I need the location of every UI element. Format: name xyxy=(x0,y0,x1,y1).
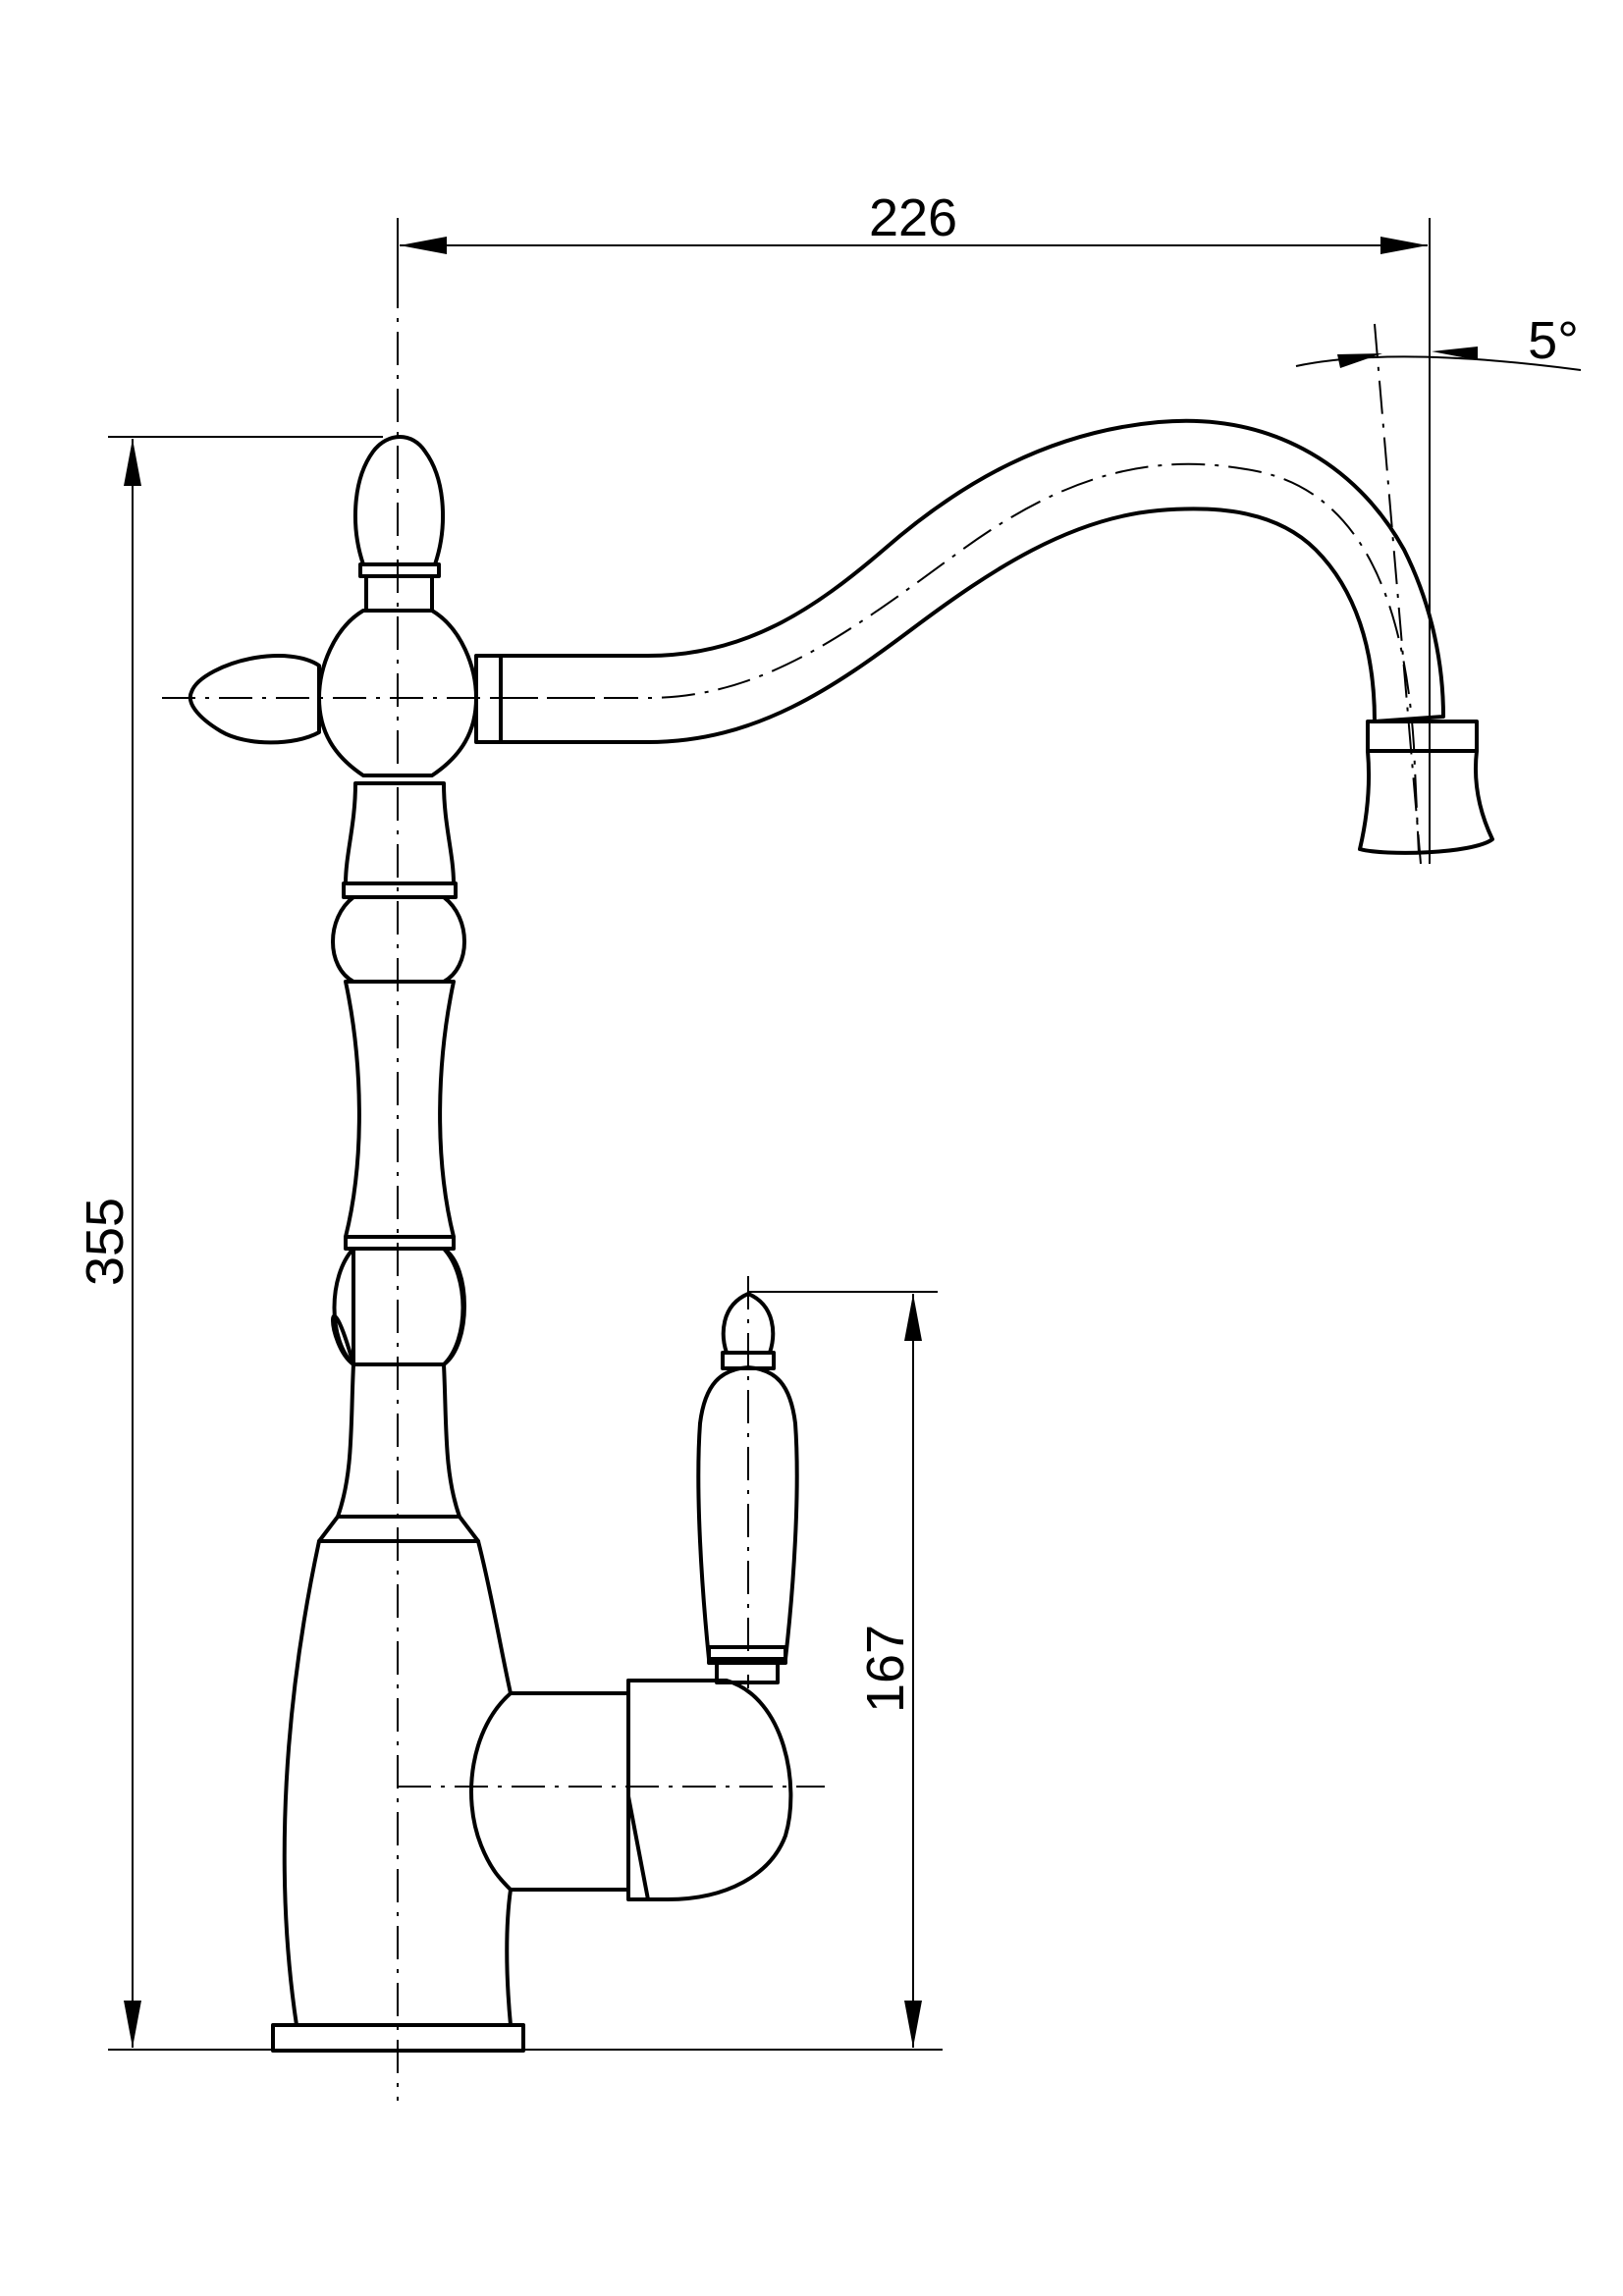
aerator-axis xyxy=(1374,323,1422,865)
width-arrow-left xyxy=(400,237,447,254)
spout-arc-axis xyxy=(491,462,1420,855)
angle-label: 5° xyxy=(1528,311,1579,370)
faucet-outline xyxy=(188,418,1494,2053)
top-finial xyxy=(352,435,446,566)
width-label: 226 xyxy=(869,188,957,247)
angle-arrow-left xyxy=(1337,353,1382,368)
dimension-angle: 5° xyxy=(1295,311,1582,371)
width-arrow-right xyxy=(1380,237,1428,254)
handle-arrow-bottom xyxy=(904,2001,922,2048)
column-ring-1 xyxy=(342,881,458,899)
dimension-width: 226 xyxy=(397,188,1431,864)
handle-neck xyxy=(715,1661,780,1684)
valve-body xyxy=(469,1691,513,1892)
dimension-total-height: 355 xyxy=(76,436,943,2051)
aerator xyxy=(1358,749,1494,855)
handle-finial-collar xyxy=(721,1351,776,1370)
valve-cap xyxy=(626,1679,793,1901)
angle-arrow-right xyxy=(1432,347,1478,360)
dimension-handle-height: 167 xyxy=(748,1291,938,2048)
total-height-label: 355 xyxy=(76,1198,135,1286)
hub-top-ring xyxy=(364,574,434,613)
aerator-ring xyxy=(1366,720,1479,753)
side-finial xyxy=(188,654,321,745)
valve-cap-front xyxy=(626,1679,650,1901)
handle-height-label: 167 xyxy=(856,1625,915,1713)
center-lines xyxy=(162,218,1422,2101)
height-arrow-top xyxy=(124,439,141,486)
column-upper xyxy=(344,781,456,885)
handle-finial xyxy=(721,1292,776,1355)
spout xyxy=(499,418,1445,744)
central-hub xyxy=(317,609,478,777)
main-body xyxy=(282,1539,630,2027)
base-plate xyxy=(271,2023,525,2053)
angle-arc xyxy=(1295,355,1582,371)
handle-arrow-top xyxy=(904,1294,922,1341)
long-column xyxy=(344,980,456,1239)
height-arrow-bottom xyxy=(124,2001,141,2048)
